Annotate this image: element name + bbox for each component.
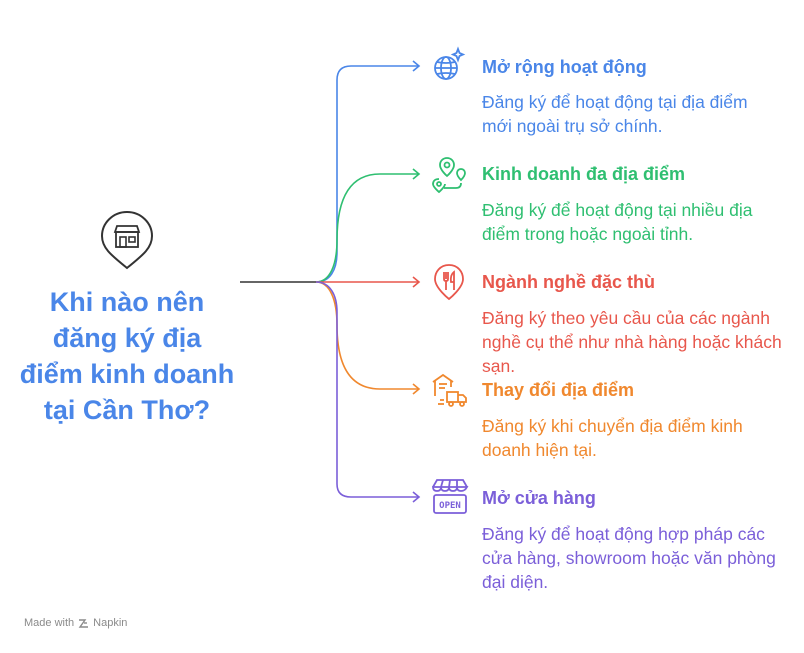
restaurant-pin-icon: [430, 262, 470, 302]
napkin-logo-icon: [78, 618, 89, 628]
branch-title-open-store: Mở cửa hàng: [482, 488, 596, 508]
branch-desc-multilocation: Đăng ký để hoạt động tại nhiều địa điểm …: [482, 200, 753, 244]
map-pins-route-icon: [430, 154, 470, 194]
warehouse-truck-icon: [430, 370, 470, 410]
branch-title-change-location: Thay đổi địa điểm: [482, 380, 635, 400]
made-with-napkin: Made with Napkin: [24, 617, 127, 629]
branch-desc-expand: Đăng ký để hoạt động tại địa điểm mới ng…: [482, 92, 748, 136]
storefront-pin-icon: [98, 208, 156, 272]
branch-title-expand: Mở rộng hoạt động: [482, 57, 647, 77]
branch-desc-change-location: Đăng ký khi chuyển địa điểm kinh doanh h…: [482, 416, 743, 460]
branch-desc-special-industry: Đăng ký theo yêu cầu của các ngành nghề …: [482, 308, 782, 376]
branch-desc-open-store: Đăng ký để hoạt động hợp pháp các cửa hà…: [482, 524, 776, 592]
branch-title-special-industry: Ngành nghề đặc thù: [482, 272, 655, 292]
center-title: Khi nào nên đăng ký địa điểm kinh doanh …: [19, 287, 235, 425]
footer-brand: Napkin: [93, 617, 128, 629]
footer-text: Made with: [24, 617, 75, 629]
branch-title-multilocation: Kinh doanh đa địa điểm: [482, 164, 686, 184]
svg-text:OPEN: OPEN: [439, 501, 461, 511]
open-shop-icon: OPEN: [430, 477, 470, 517]
globe-sparkle-icon: [430, 45, 470, 85]
